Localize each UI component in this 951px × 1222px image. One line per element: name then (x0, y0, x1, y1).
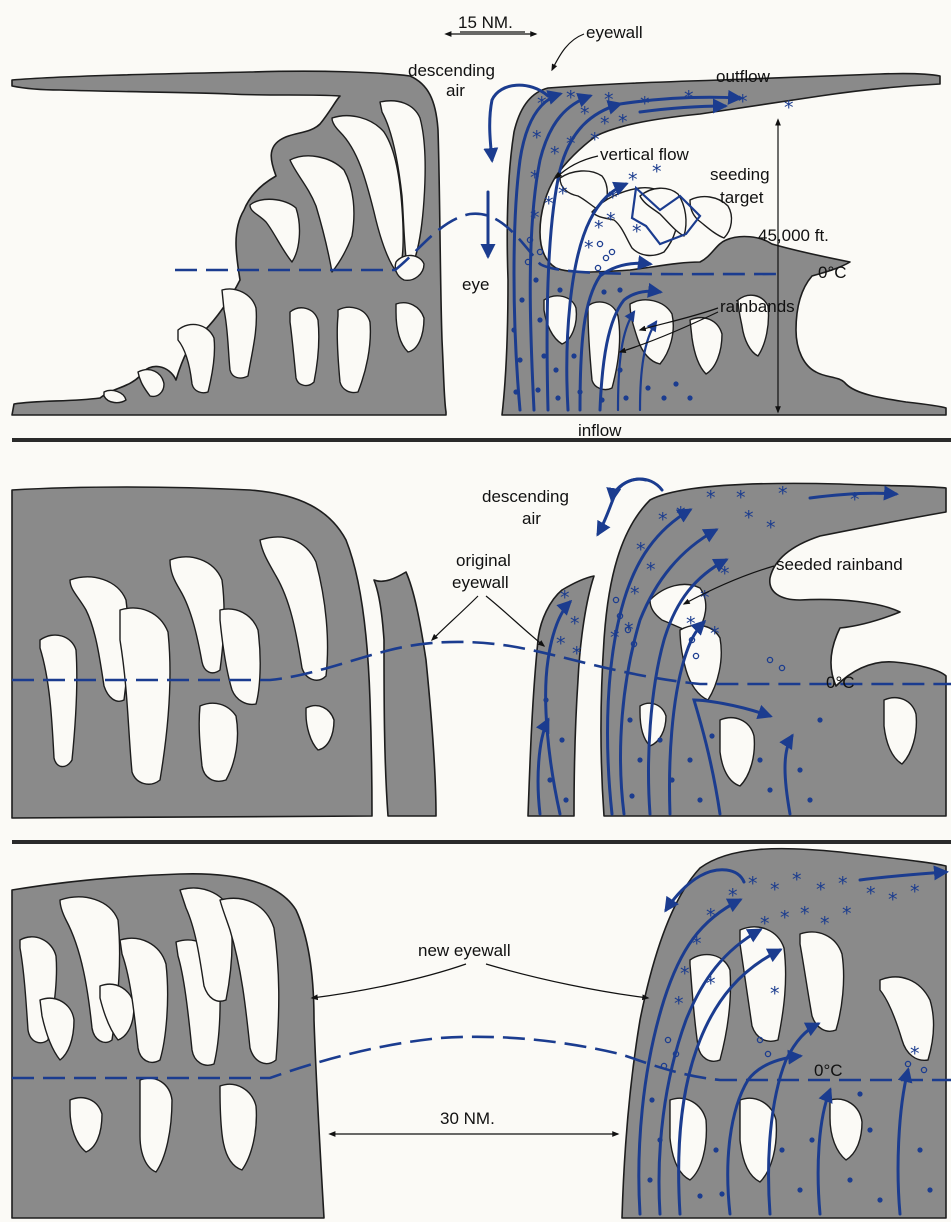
svg-text:*: * (710, 623, 720, 645)
label-eyewall-2: eyewall (452, 573, 509, 592)
svg-text:*: * (550, 143, 560, 165)
svg-text:*: * (646, 559, 656, 581)
svg-text:*: * (784, 97, 794, 119)
svg-text:*: * (558, 183, 568, 205)
right-cloud-mass (502, 74, 946, 415)
svg-text:*: * (636, 539, 646, 561)
svg-text:*: * (544, 193, 554, 215)
svg-text:*: * (700, 587, 710, 609)
svg-text:*: * (628, 169, 638, 191)
label-air: air (446, 81, 465, 100)
svg-text:*: * (778, 483, 788, 505)
svg-text:*: * (618, 111, 628, 133)
svg-text:*: * (684, 87, 694, 109)
svg-text:*: * (600, 113, 610, 135)
svg-text:*: * (766, 517, 776, 539)
svg-text:*: * (686, 613, 696, 635)
svg-text:*: * (658, 509, 668, 531)
svg-text:*: * (566, 87, 576, 109)
label-seeding: seeding (710, 165, 770, 184)
svg-text:*: * (706, 905, 716, 927)
svg-text:*: * (606, 209, 616, 231)
svg-text:*: * (632, 221, 642, 243)
svg-text:*: * (770, 983, 780, 1005)
svg-text:*: * (706, 973, 716, 995)
svg-text:*: * (720, 563, 730, 585)
svg-text:*: * (572, 643, 582, 665)
label-new-eyewall: new eyewall (418, 941, 511, 960)
label-freezing-2: 0°C (826, 673, 855, 692)
svg-text:*: * (910, 881, 920, 903)
svg-text:*: * (738, 91, 748, 113)
svg-text:*: * (580, 103, 590, 125)
svg-text:*: * (674, 993, 684, 1015)
svg-text:*: * (736, 487, 746, 509)
svg-text:*: * (748, 873, 758, 895)
scale-label-30nm: 30 NM. (440, 1109, 495, 1128)
svg-text:*: * (866, 883, 876, 905)
label-inflow: inflow (578, 421, 622, 440)
svg-text:*: * (566, 133, 576, 155)
svg-text:*: * (800, 903, 810, 925)
svg-text:*: * (692, 933, 702, 955)
svg-text:*: * (680, 963, 690, 985)
svg-text:*: * (792, 869, 802, 891)
scale-label-15nm: 15 NM. (458, 13, 513, 32)
svg-text:*: * (760, 913, 770, 935)
panel-2: *** *** *** *** *** *** *** descending a… (12, 479, 951, 842)
svg-text:*: * (584, 237, 594, 259)
svg-text:*: * (610, 627, 620, 649)
svg-text:*: * (640, 93, 650, 115)
svg-text:*: * (706, 487, 716, 509)
svg-text:*: * (530, 167, 540, 189)
svg-text:*: * (888, 889, 898, 911)
svg-text:*: * (537, 93, 547, 115)
svg-text:*: * (816, 879, 826, 901)
panel-3: *** *** *** *** *** *** *** new eyewall … (12, 849, 951, 1218)
label-outflow: outflow (716, 67, 771, 86)
svg-text:*: * (630, 583, 640, 605)
label-descending-2: descending (482, 487, 569, 506)
label-eye: eye (462, 275, 489, 294)
svg-text:*: * (604, 89, 614, 111)
svg-text:*: * (590, 129, 600, 151)
label-descending: descending (408, 61, 495, 80)
svg-text:*: * (838, 873, 848, 895)
svg-text:*: * (608, 187, 618, 209)
svg-text:*: * (556, 633, 566, 655)
label-height: 45,000 ft. (758, 226, 829, 245)
label-target: target (720, 188, 764, 207)
svg-text:*: * (532, 127, 542, 149)
svg-text:*: * (570, 613, 580, 635)
svg-text:*: * (530, 207, 540, 229)
svg-text:*: * (676, 503, 686, 525)
svg-text:*: * (728, 885, 738, 907)
svg-text:*: * (560, 587, 570, 609)
label-air-2: air (522, 509, 541, 528)
label-seeded-rainband: seeded rainband (776, 555, 903, 574)
svg-text:*: * (820, 913, 830, 935)
label-rainbands: rainbands (720, 297, 795, 316)
svg-text:*: * (594, 217, 604, 239)
panel-1: *** *** *** *** *** *** *** *** * 15 NM. (12, 13, 951, 440)
label-eyewall: eyewall (586, 23, 643, 42)
svg-text:*: * (780, 907, 790, 929)
svg-text:*: * (770, 879, 780, 901)
svg-text:*: * (910, 1043, 920, 1065)
label-freezing-1: 0°C (818, 263, 847, 282)
svg-text:*: * (850, 489, 860, 511)
svg-text:*: * (652, 161, 662, 183)
label-original: original (456, 551, 511, 570)
label-vertical-flow: vertical flow (600, 145, 690, 164)
svg-text:*: * (744, 507, 754, 529)
svg-text:*: * (842, 903, 852, 925)
label-freezing-3: 0°C (814, 1061, 843, 1080)
original-eyewall-left (374, 572, 436, 816)
